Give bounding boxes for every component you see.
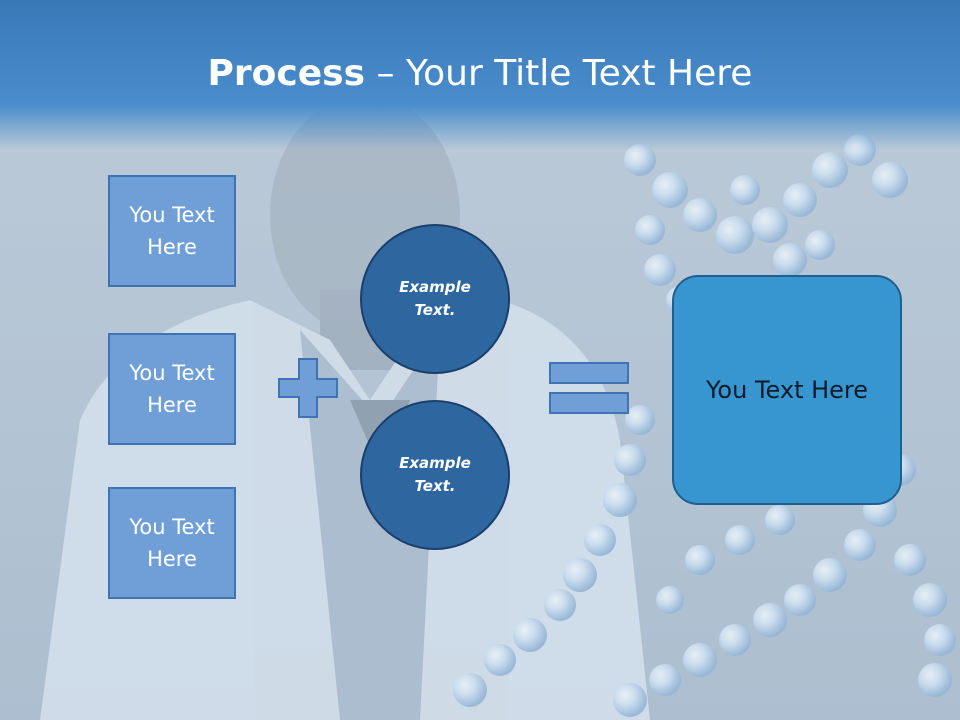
text-box-1-label: You Text Here [129, 203, 215, 259]
example-circle-1[interactable]: Example Text. [360, 224, 510, 374]
result-box[interactable]: You Text Here [672, 275, 902, 505]
text-box-3[interactable]: You Text Here [108, 487, 236, 599]
result-box-label: You Text Here [705, 376, 869, 404]
text-box-3-label: You Text Here [129, 515, 215, 571]
plus-icon [278, 358, 338, 418]
text-box-1[interactable]: You Text Here [108, 175, 236, 287]
slide-title: Process – Your Title Text Here [0, 52, 960, 96]
title-text: – Your Title Text Here [365, 53, 753, 94]
example-circle-2[interactable]: Example Text. [360, 400, 510, 550]
example-circle-1-label: Example Text. [399, 278, 471, 319]
equals-icon [549, 362, 629, 414]
text-box-2[interactable]: You Text Here [108, 333, 236, 445]
text-box-2-label: You Text Here [129, 361, 215, 417]
title-bold: Process [207, 53, 366, 94]
title-bar [0, 0, 960, 150]
example-circle-2-label: Example Text. [399, 454, 471, 495]
